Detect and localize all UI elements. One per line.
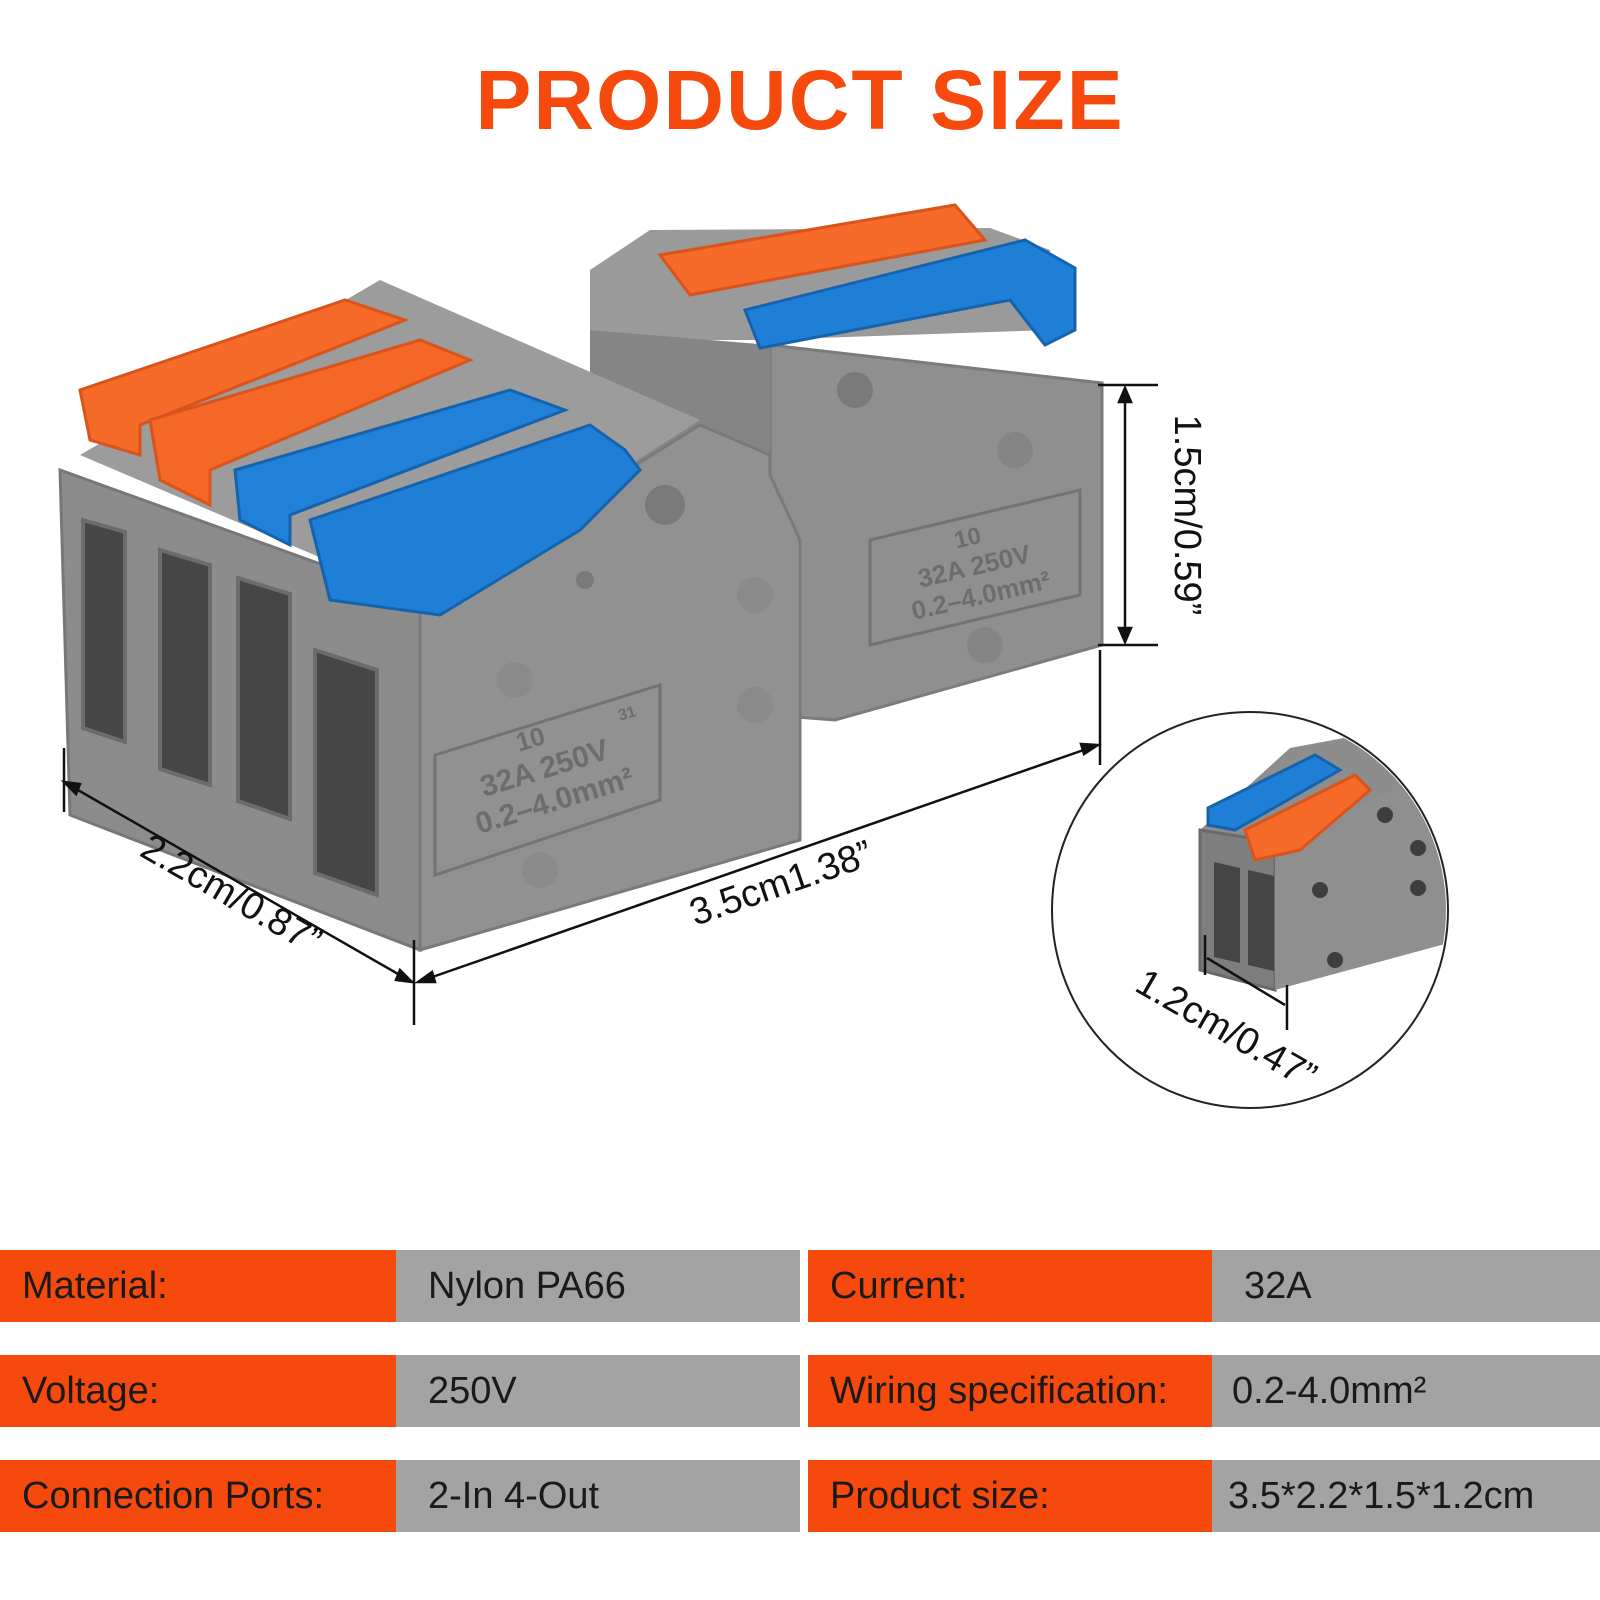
rear-lever-orange xyxy=(657,203,988,297)
port-1 xyxy=(81,517,127,745)
spec-value-size: 3.5*2.2*1.5*1.2cm xyxy=(1212,1460,1600,1532)
front-rivet-1 xyxy=(645,485,685,525)
front-rivet-2 xyxy=(576,571,594,589)
rear-lever-blue xyxy=(742,238,1077,350)
detail-hole-5 xyxy=(1327,952,1343,968)
spec-label-current: Current: xyxy=(808,1250,1212,1322)
spec-label-voltage: Voltage: xyxy=(0,1355,396,1427)
rear-rivet-2 xyxy=(997,432,1033,468)
spec-value-ports: 2-In 4-Out xyxy=(396,1460,800,1532)
dimension-height-label: 1.5cm/0.59” xyxy=(1166,415,1208,616)
detail-lever-orange xyxy=(1243,773,1373,862)
spec-row: Voltage: 250V Wiring specification: 0.2-… xyxy=(0,1355,1600,1427)
front-ports xyxy=(81,517,379,898)
detail-port-2 xyxy=(1248,870,1274,971)
spec-label-material: Material: xyxy=(0,1250,396,1322)
port-3 xyxy=(236,575,292,822)
product-illustration: 10 32A 250V 0.2–4.0mm² 10 32A 25 xyxy=(58,203,1449,1109)
spec-label-wiring: Wiring specification: xyxy=(808,1355,1212,1427)
front-marking-panel xyxy=(433,682,662,878)
front-rivet-5 xyxy=(737,687,773,723)
spec-value-material: Nylon PA66 xyxy=(396,1250,800,1322)
rear-marking-panel xyxy=(868,488,1082,647)
detail-hole-3 xyxy=(1312,882,1328,898)
rear-rivet-3 xyxy=(967,627,1003,663)
front-rivet-4 xyxy=(737,577,773,613)
detail-hole-2 xyxy=(1410,840,1426,856)
detail-lever-blue xyxy=(1206,753,1343,832)
detail-port-1 xyxy=(1214,862,1240,963)
spec-value-wiring: 0.2-4.0mm² xyxy=(1212,1355,1600,1427)
spec-row: Connection Ports: 2-In 4-Out Product siz… xyxy=(0,1460,1600,1532)
spec-row: Material: Nylon PA66 Current: 32A xyxy=(0,1250,1600,1322)
page-title: PRODUCT SIZE xyxy=(475,53,1125,147)
dimension-pitch xyxy=(1203,935,1289,1030)
dimension-width xyxy=(60,748,416,1025)
spec-value-current: 32A xyxy=(1212,1250,1600,1322)
detail-hole-1 xyxy=(1377,807,1393,823)
port-2 xyxy=(158,547,212,788)
dimension-length xyxy=(414,650,1102,984)
port-4 xyxy=(313,647,379,898)
front-lever-blue-2 xyxy=(308,423,642,617)
front-rivet-6 xyxy=(522,852,558,888)
spec-label-ports: Connection Ports: xyxy=(0,1460,396,1532)
dimension-height xyxy=(1098,383,1158,647)
spec-value-voltage: 250V xyxy=(396,1355,800,1427)
rear-marking-line1: 10 xyxy=(952,522,984,554)
rear-block-face xyxy=(768,343,1104,722)
front-lever-orange-2 xyxy=(148,338,474,508)
front-lever-blue-1 xyxy=(233,388,570,548)
front-rivet-3 xyxy=(497,662,533,698)
detail-inset: 1.2cm/0.47” xyxy=(1051,711,1449,1109)
detail-hole-4 xyxy=(1410,880,1426,896)
spec-label-size: Product size: xyxy=(808,1460,1212,1532)
rear-rivet-1 xyxy=(837,372,873,408)
front-marking-code: 31 xyxy=(616,703,638,724)
